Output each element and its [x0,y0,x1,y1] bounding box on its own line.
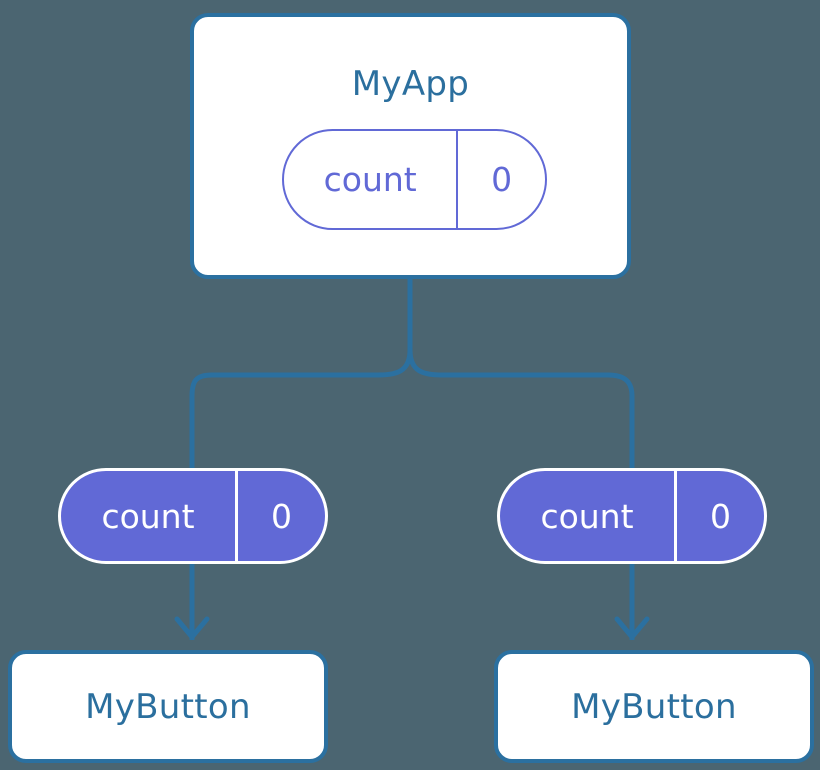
state-pill-myapp[interactable]: count 0 [282,129,547,230]
arrow-head-left-icon [174,616,210,640]
state-key-label: count [540,496,634,536]
component-node-mybutton-left[interactable]: MyButton [8,650,328,763]
state-pill-child-left[interactable]: count 0 [58,468,328,564]
arrow-head-right-icon [614,616,650,640]
state-pill-child-right[interactable]: count 0 [497,468,767,564]
component-title-myapp: MyApp [351,64,470,104]
state-key-label: count [101,496,195,536]
component-node-mybutton-right[interactable]: MyButton [494,650,814,763]
state-value-label: 0 [235,471,325,561]
component-node-myapp[interactable]: MyApp count 0 [190,13,631,279]
component-title-mybutton: MyButton [571,686,737,727]
component-title-mybutton: MyButton [85,686,251,727]
connector-branch-right [407,347,635,471]
state-key-label: count [323,160,417,199]
connector-branch-left [189,347,413,471]
state-value-label: 0 [674,471,764,561]
state-value-label: 0 [456,131,545,228]
